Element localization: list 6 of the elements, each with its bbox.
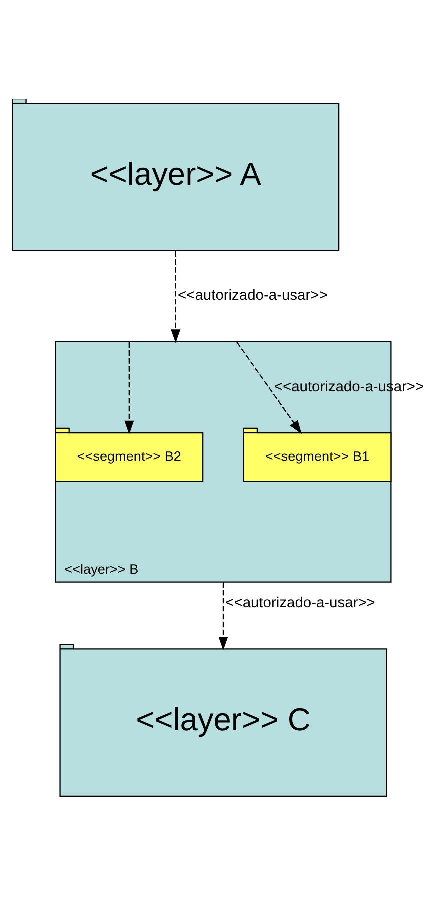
arrow [124, 342, 134, 434]
edge-label: <<autorizado-a-usar>> [226, 596, 376, 612]
edge-label: <<autorizado-a-usar>> [178, 288, 328, 304]
arrow [218, 582, 228, 651]
arrow [171, 251, 181, 344]
arrow [236, 342, 302, 434]
